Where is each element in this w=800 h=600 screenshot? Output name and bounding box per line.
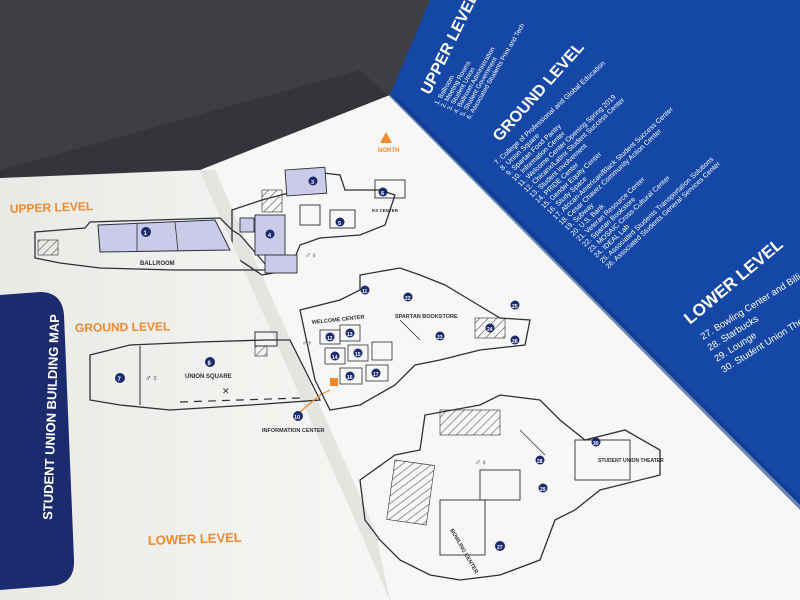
room-number: 1 [144, 231, 148, 237]
room-number: 4 [268, 233, 272, 239]
room-marker [591, 437, 601, 447]
spartan-bookstore-label: SPARTAN BOOKSTORE [395, 314, 458, 320]
room-number: 11 [362, 289, 368, 295]
north-arrow-icon [380, 132, 392, 143]
room-number: 27 [497, 545, 503, 551]
room-marker [378, 187, 388, 197]
ballroom-area [97, 219, 231, 253]
room-marker [335, 217, 345, 227]
restroom-icon: ♂♀ [475, 458, 487, 467]
room-number: 10 [294, 415, 300, 421]
ground-level-outline [89, 339, 322, 411]
room-marker [141, 227, 151, 237]
room-marker [325, 332, 335, 342]
room-number: 13 [347, 332, 353, 338]
room-marker [115, 373, 125, 383]
room-number: 28 [537, 459, 543, 465]
spine-tab [0, 292, 75, 590]
room-number: 8 [208, 361, 212, 367]
room-marker [345, 371, 355, 381]
room-marker [535, 455, 545, 465]
room-marker [353, 348, 363, 358]
upper-level-left: UPPER LEVEL 1 BALLROOM [10, 199, 272, 271]
room-marker [265, 229, 275, 239]
corridor-dash [179, 397, 301, 403]
room-number: 7 [118, 377, 122, 383]
dining-icon: ✕ [222, 386, 230, 396]
union-square-label: UNION SQUARE [185, 374, 232, 380]
room-marker [495, 541, 505, 551]
ballroom-label: BALLROOM [140, 261, 175, 267]
room-marker [345, 328, 355, 338]
room-marker [510, 300, 520, 310]
room-marker [510, 335, 520, 345]
compass-label: NORTH [378, 148, 399, 154]
room-number: 15 [355, 352, 361, 358]
fold-shade-right [388, 95, 800, 510]
welcome-center-label: WELCOME CENTER [312, 314, 365, 325]
room-number: 25 [512, 304, 518, 310]
room-marker [371, 368, 381, 378]
room-number: 17 [373, 372, 379, 378]
room-marker [293, 411, 303, 421]
room-number: 14 [332, 355, 338, 361]
room-marker [435, 331, 445, 341]
ks-center-label: KS CENTER [372, 208, 399, 213]
room-number: 26 [512, 339, 518, 345]
room-number: 24 [487, 327, 493, 333]
info-leader [299, 389, 331, 413]
room-number: 23 [437, 335, 443, 341]
restroom-icon: ♂♀ [145, 373, 159, 383]
upper-level-title: UPPER LEVEL [10, 199, 94, 216]
restroom-icon: ♂♀ [305, 251, 317, 260]
restroom-icon: ♂♀ [302, 340, 313, 347]
spine-title: STUDENT UNION BUILDING MAP [40, 314, 62, 521]
upper-level-right: 3 4 5 6 KS CENTER ♂♀ [231, 166, 406, 276]
room-marker [308, 176, 318, 186]
room-marker [403, 292, 413, 302]
room-marker [538, 483, 548, 493]
room-marker [330, 351, 340, 361]
room-number: 22 [405, 296, 411, 302]
room-number: 16 [347, 375, 353, 381]
room-number: 5 [338, 221, 341, 227]
room-number: 29 [540, 487, 546, 493]
room-number: 12 [327, 336, 333, 342]
room-number: 30 [593, 441, 599, 447]
room-number: 6 [381, 191, 384, 197]
information-center-label: INFORMATION CENTER [262, 428, 325, 434]
ground-level-left: GROUND LEVEL 7 8 UNION SQUARE ♂♀ ✕ 10 IN… [75, 319, 331, 434]
map-panel-left [0, 170, 390, 600]
theater-label: STUDENT UNION THEATER [598, 458, 664, 464]
ground-level-right: WELCOME CENTER SPARTAN BOOKSTORE 11 12 1… [299, 267, 531, 411]
lower-level-title: LOWER LEVEL [148, 530, 242, 548]
room-number: 3 [311, 180, 314, 186]
room-marker [485, 323, 495, 333]
room-marker [205, 357, 215, 367]
directory-panel [390, 0, 800, 505]
upper-level-outline [34, 217, 272, 271]
room-marker [360, 285, 370, 295]
ground-level-title: GROUND LEVEL [75, 319, 171, 335]
